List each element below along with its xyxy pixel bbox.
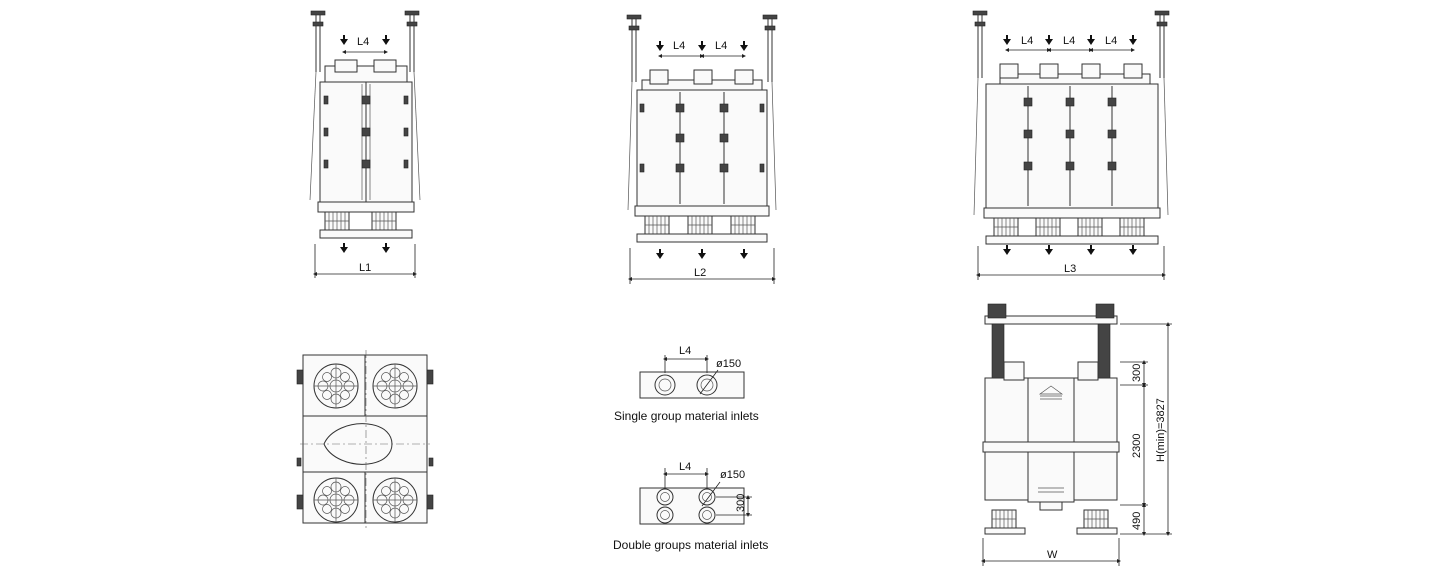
dim-width: W <box>1047 549 1058 561</box>
dim-l2: L2 <box>694 267 706 279</box>
caption-single-inlets: Single group material inlets <box>614 409 759 423</box>
single-group-inlets-detail: L4 ø150 Single group material inlets <box>614 345 759 423</box>
dim-l1: L1 <box>359 262 371 274</box>
dim-2300: 2300 <box>1131 434 1143 458</box>
dim-l4: L4 <box>1063 35 1075 47</box>
front-view-three-inlets: L4 L4 L2 <box>626 14 778 284</box>
front-view-four-inlets: L4 L4 L4 L3 <box>972 10 1170 280</box>
dim-l4: L4 <box>715 40 727 52</box>
suspension-rods <box>309 10 421 201</box>
dim-l4: L4 <box>1105 35 1117 47</box>
dim-l4: L4 <box>1021 35 1033 47</box>
sieve-cabinet <box>636 89 768 207</box>
dim-height: H(min)=3827 <box>1155 398 1167 462</box>
dim-300: 300 <box>1131 364 1143 382</box>
dim-l4: L4 <box>673 40 685 52</box>
suspension-rods <box>626 14 778 211</box>
dim-l4: L4 <box>357 36 369 48</box>
dim-diameter: ø150 <box>716 358 741 370</box>
double-groups-inlets-detail: L4 ø150 300 Double groups material inlet… <box>613 461 768 552</box>
dim-l4: L4 <box>679 345 691 357</box>
top-plan-view <box>296 350 434 528</box>
dim-diameter: ø150 <box>720 469 745 481</box>
suspension-rods <box>972 10 1170 216</box>
dim-490: 490 <box>1131 512 1143 530</box>
caption-double-inlets: Double groups material inlets <box>613 538 768 552</box>
side-view: 300 2300 490 H(min)=3827 W <box>981 303 1172 566</box>
dim-l3: L3 <box>1064 263 1076 275</box>
dim-l4: L4 <box>679 461 691 473</box>
front-view-two-inlets: L4 L1 <box>309 10 421 278</box>
dim-pitch: 300 <box>735 494 747 512</box>
